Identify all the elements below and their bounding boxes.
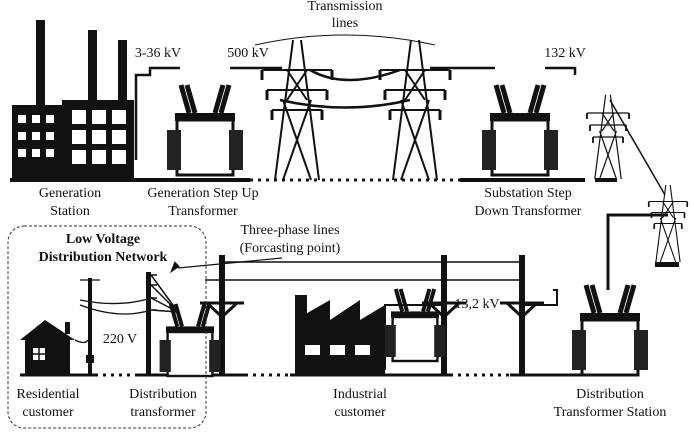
lv-network-title: Low Voltage: [66, 232, 140, 247]
distribution-station-label: Transformer Station: [554, 405, 667, 420]
residential-house-icon: [20, 320, 75, 375]
substation-label: Down Transformer: [475, 204, 582, 219]
substation-label: Substation Step: [484, 186, 572, 201]
generation-station-label: Generation: [39, 186, 101, 201]
transmission-lines-label: Transmission: [308, 0, 383, 14]
industrial-label: customer: [334, 405, 386, 420]
three-phase-label: Three-phase lines: [240, 223, 339, 238]
distribution-transformer-label: transformer: [130, 405, 196, 420]
voltage-label: 3-36 kV: [135, 46, 181, 61]
gen-step-up-label: Generation Step Up: [147, 186, 258, 201]
generation-station-icon: [12, 20, 134, 180]
industrial-factory-icon: [295, 295, 385, 375]
industrial-transformer-icon: [385, 289, 446, 361]
distribution-station-transformer-icon: [572, 285, 648, 375]
transmission-tower-icon: [378, 38, 452, 182]
substation-transformer-icon: [482, 85, 558, 175]
voltage-label: 132 kV: [544, 46, 586, 61]
three-phase-label: (Forcasting point): [240, 241, 341, 256]
distribution-station-label: Distribution: [576, 387, 644, 402]
distribution-transformer-label: Distribution: [129, 387, 197, 402]
gen-step-up-transformer-icon: [167, 85, 243, 175]
lv-network-title: Distribution Network: [39, 250, 168, 265]
voltage-label: 220 V: [103, 332, 137, 347]
distribution-transformer-icon: [160, 304, 221, 376]
transmission-lines-label: lines: [332, 16, 358, 31]
transmission-wires: [134, 66, 577, 160]
low-voltage-network-boundary: [7, 225, 207, 429]
gen-step-up-label: Transformer: [168, 204, 238, 219]
residential-label: Residential: [17, 387, 80, 402]
transmission-tower-icon: [647, 184, 689, 263]
voltage-label: 500 kV: [227, 46, 269, 61]
industrial-label: Industrial: [333, 387, 387, 402]
residential-label: customer: [22, 405, 74, 420]
transmission-tower-icon: [260, 38, 334, 182]
transmission-tower-icon: [586, 94, 630, 180]
generation-station-label: Station: [50, 204, 90, 219]
voltage-label: 13,2 kV: [454, 297, 499, 312]
distribution-pole-icon: [498, 253, 546, 377]
